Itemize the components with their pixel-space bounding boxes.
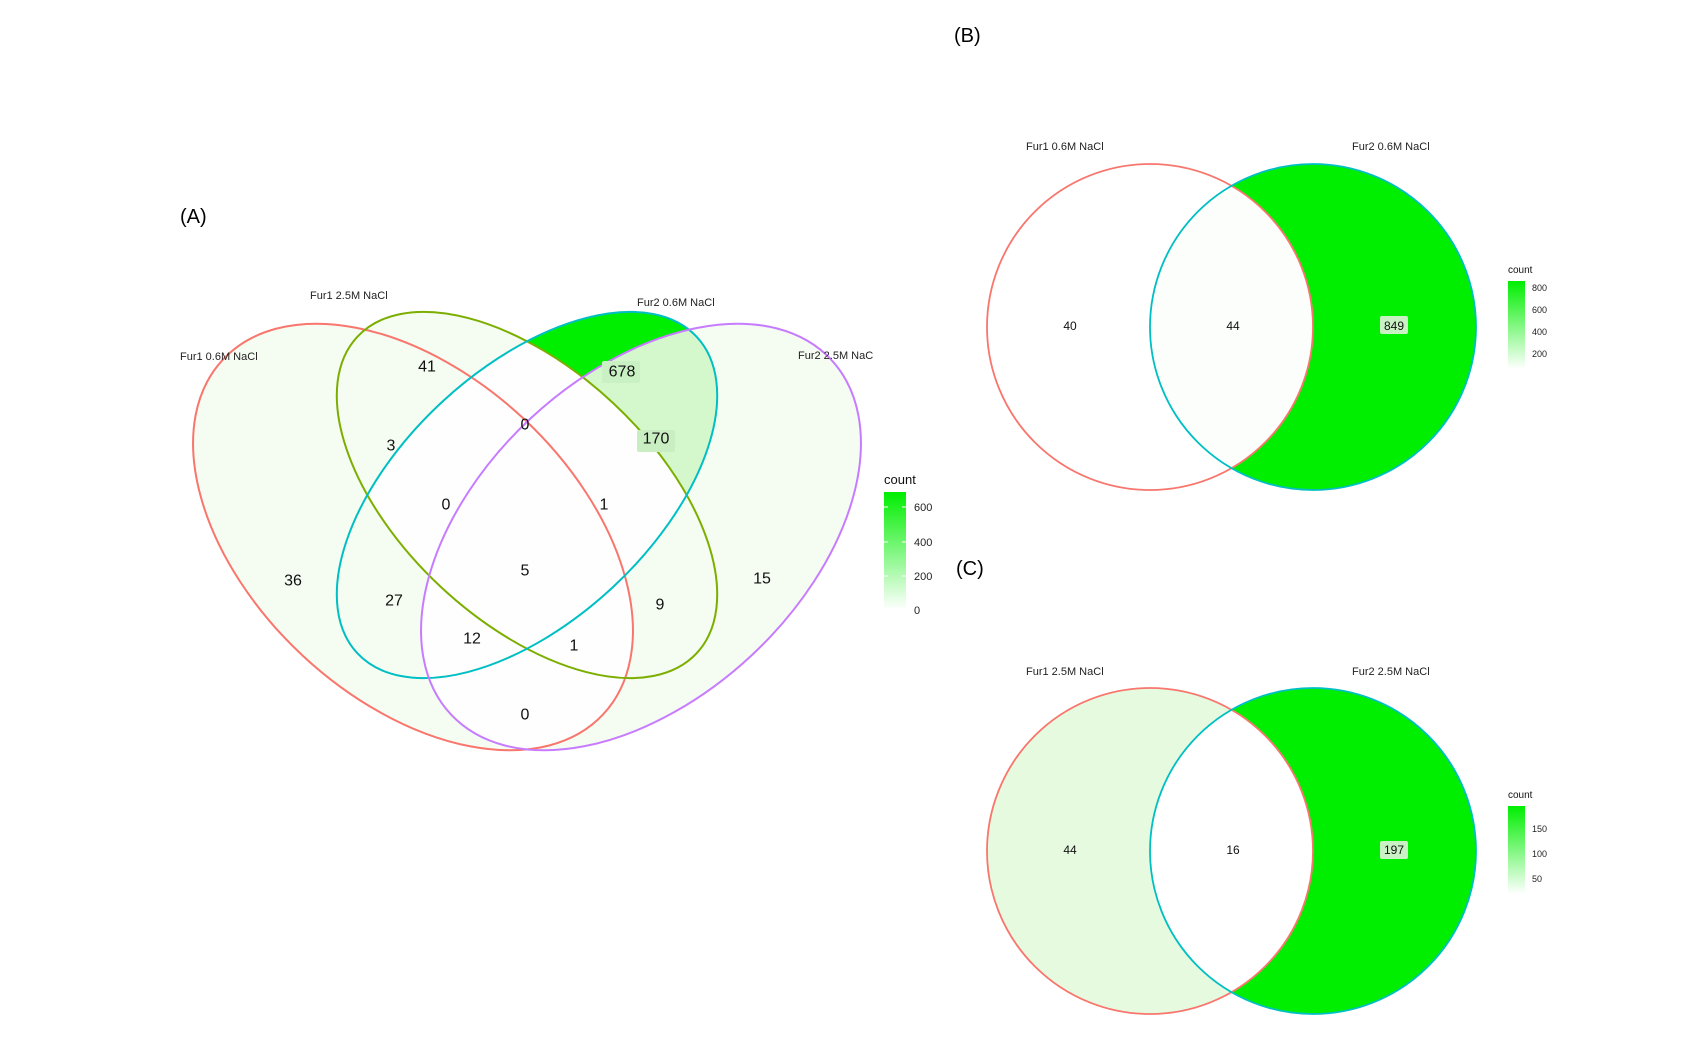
region-fill bbox=[1150, 164, 1313, 490]
legend-title: count bbox=[884, 472, 916, 487]
region-count: 12 bbox=[463, 631, 481, 648]
venn-a-fills bbox=[112, 241, 942, 833]
legend-tick: 200 bbox=[1532, 349, 1547, 359]
legend-tick: 0 bbox=[914, 605, 920, 617]
set-label-b-0: Fur1 0.6M NaCl bbox=[1026, 141, 1104, 153]
count-highlight bbox=[637, 430, 675, 452]
region-count: 3 bbox=[387, 438, 396, 455]
legend-title: count bbox=[1508, 790, 1533, 801]
set-outline bbox=[986, 687, 1314, 1015]
venn-panel-b: Fur1 0.6M NaCl Fur2 0.6M NaCl 40 44 849 … bbox=[986, 141, 1547, 491]
region-count: 44 bbox=[1226, 319, 1240, 333]
count-highlight bbox=[1380, 841, 1408, 859]
set-label-c-1: Fur2 2.5M NaCl bbox=[1352, 666, 1430, 678]
region-count: 9 bbox=[656, 597, 665, 614]
venn-panel-c: Fur1 2.5M NaCl Fur2 2.5M NaCl 44 16 197 … bbox=[986, 666, 1547, 1015]
legend-tick: 100 bbox=[1532, 849, 1547, 859]
region-count: 41 bbox=[418, 359, 436, 376]
region-count: 16 bbox=[1226, 843, 1240, 857]
region-count: 44 bbox=[1063, 843, 1077, 857]
region-count: 1 bbox=[570, 638, 579, 655]
count-highlight bbox=[1380, 316, 1408, 334]
set-label-c-0: Fur1 2.5M NaCl bbox=[1026, 666, 1104, 678]
region-count: 36 bbox=[284, 573, 302, 590]
region-count: 40 bbox=[1063, 319, 1077, 333]
region-count: 5 bbox=[521, 563, 530, 580]
panel-c-label: (C) bbox=[956, 558, 984, 580]
region-count: 678 bbox=[609, 364, 636, 381]
region-count: 0 bbox=[442, 497, 451, 514]
legend-tick: 150 bbox=[1532, 824, 1547, 834]
venn-a-counts: 36 41 678 15 3 0 170 0 27 9 0 1 12 1 5 bbox=[284, 359, 771, 724]
legend-title: count bbox=[1508, 265, 1533, 276]
region-count: 0 bbox=[521, 707, 530, 724]
legend-tick: 600 bbox=[914, 502, 932, 514]
region-count: 15 bbox=[753, 571, 771, 588]
region-count: 1 bbox=[600, 497, 609, 514]
region-count: 0 bbox=[521, 417, 530, 434]
venn-panel-a: Fur1 0.6M NaCl Fur1 2.5M NaCl Fur2 0.6M … bbox=[111, 240, 943, 834]
legend-tick: 200 bbox=[914, 571, 932, 583]
set-label-a-2: Fur2 0.6M NaCl bbox=[637, 297, 715, 309]
legend-c: count 150 100 50 bbox=[1508, 790, 1547, 894]
legend-tick: 400 bbox=[1532, 327, 1547, 337]
count-highlight bbox=[602, 361, 640, 383]
region-fill bbox=[1150, 688, 1313, 1014]
set-label-a-1: Fur1 2.5M NaCl bbox=[310, 290, 388, 302]
region-count: 849 bbox=[1384, 319, 1404, 333]
panel-a-label: (A) bbox=[180, 206, 207, 228]
region-count: 170 bbox=[643, 431, 670, 448]
legend-tick: 50 bbox=[1532, 874, 1542, 884]
legend-tick: 800 bbox=[1532, 283, 1547, 293]
region-count: 27 bbox=[385, 593, 403, 610]
set-outline bbox=[1149, 163, 1477, 491]
set-label-a-3: Fur2 2.5M NaC bbox=[798, 350, 873, 362]
panel-b-label: (B) bbox=[954, 25, 981, 47]
legend-tick: 600 bbox=[1532, 305, 1547, 315]
legend-tick: 400 bbox=[914, 537, 932, 549]
set-label-a-0: Fur1 0.6M NaCl bbox=[180, 351, 258, 363]
set-outline bbox=[1149, 687, 1477, 1015]
region-count: 197 bbox=[1384, 843, 1404, 857]
set-outline bbox=[986, 163, 1314, 491]
legend-a: count 600 400 200 0 bbox=[884, 472, 932, 617]
set-label-b-1: Fur2 0.6M NaCl bbox=[1352, 141, 1430, 153]
legend-b: count 800 600 400 200 bbox=[1508, 265, 1547, 369]
